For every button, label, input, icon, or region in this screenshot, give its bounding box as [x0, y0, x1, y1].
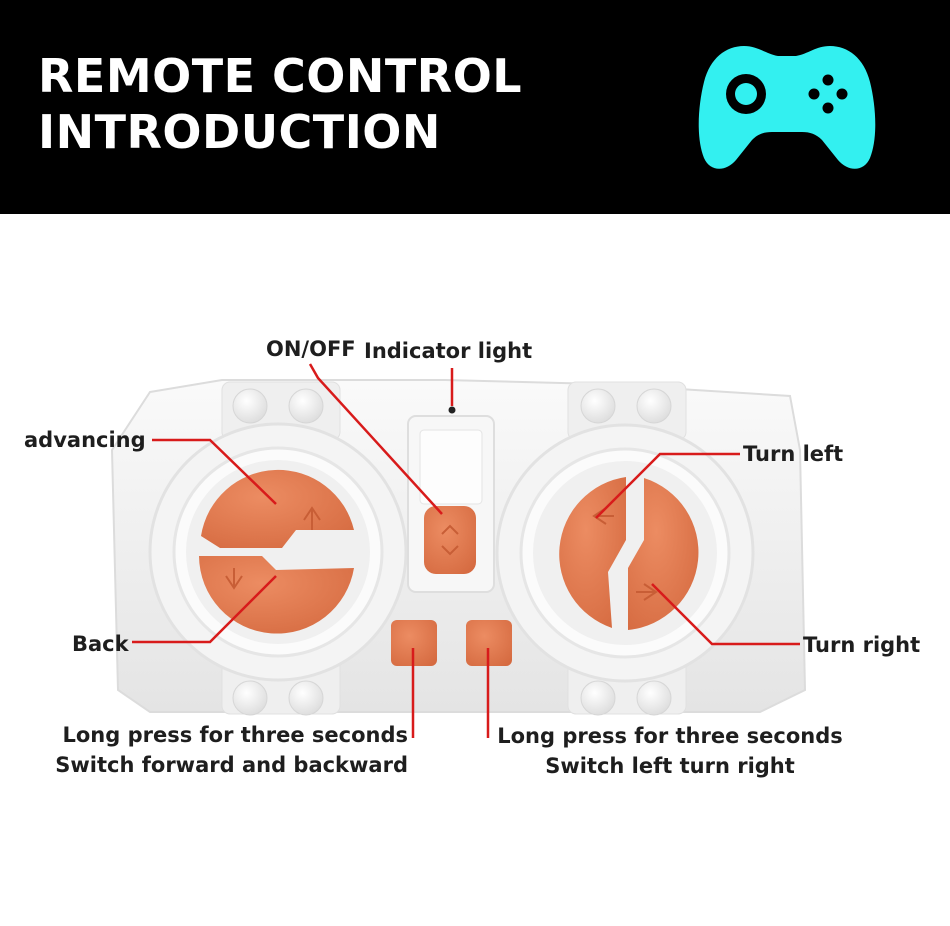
right-note-line-1: Long press for three seconds [497, 724, 843, 748]
switch-arrows-icon [441, 524, 459, 556]
left-note-line-1: Long press for three seconds [62, 723, 408, 747]
page-title: REMOTE CONTROL INTRODUCTION [38, 48, 522, 160]
left-note: Long press for three seconds Switch forw… [55, 720, 408, 780]
title-line-2: INTRODUCTION [38, 105, 441, 159]
right-arrow-icon [636, 583, 658, 601]
pointer-lines [132, 363, 800, 738]
right-note-line-2: Switch left turn right [545, 754, 795, 778]
right-dial [495, 423, 755, 683]
indicator-light [448, 406, 456, 414]
on-off-switch[interactable] [424, 506, 476, 574]
up-arrow-icon [303, 506, 321, 530]
right-note: Long press for three seconds Switch left… [494, 721, 846, 781]
mode-button-left-right[interactable] [466, 620, 512, 666]
back-label: Back [72, 632, 129, 656]
header-banner: REMOTE CONTROL INTRODUCTION [0, 0, 950, 214]
on-off-label: ON/OFF [266, 337, 356, 361]
advancing-label: advancing [24, 428, 146, 452]
turn-left-label: Turn left [743, 442, 844, 466]
left-note-line-2: Switch forward and backward [55, 753, 408, 777]
gamepad-icon [698, 46, 876, 169]
turn-right-label: Turn right [803, 633, 921, 657]
mode-button-forward-backward[interactable] [391, 620, 437, 666]
remote-illustration [110, 363, 807, 738]
title-line-1: REMOTE CONTROL [38, 49, 523, 103]
down-arrow-icon [225, 568, 243, 590]
indicator-light-label: Indicator light [364, 339, 533, 363]
advancing-button[interactable] [201, 469, 354, 548]
turn-left-button[interactable] [559, 477, 626, 628]
